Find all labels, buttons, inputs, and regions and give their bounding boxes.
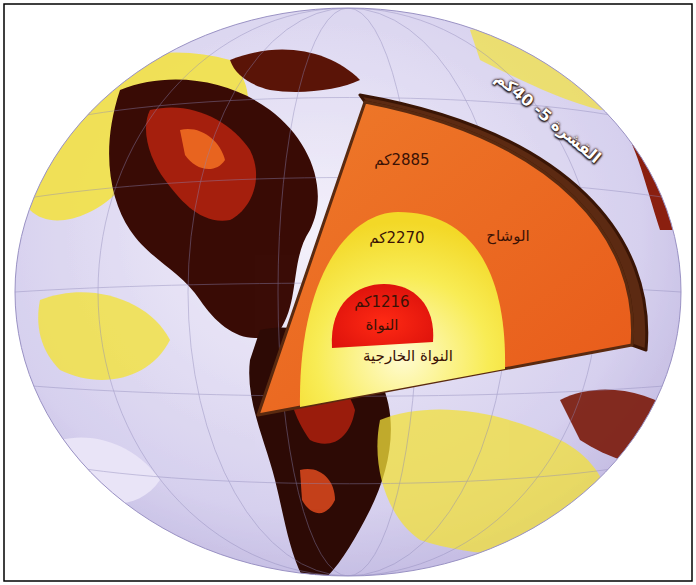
layer-name: النواة الخارجية [363,348,453,365]
layer-name: الوشاح [486,228,529,245]
mantle-layer: 2885كم الوشاح 2270كم النواة الخارجية 1216كم ا… [255,98,645,420]
depth-label: 2270كم [369,230,424,247]
depth-label: 1216كم [354,294,409,311]
depth-label: 2885كم [374,152,429,169]
inner-core-layer: 1216كم النواة [328,280,438,352]
layer-name: النواة [365,317,398,334]
outer-core-layer: 2270كم النواة الخارجية 1216كم النواة [297,206,509,410]
